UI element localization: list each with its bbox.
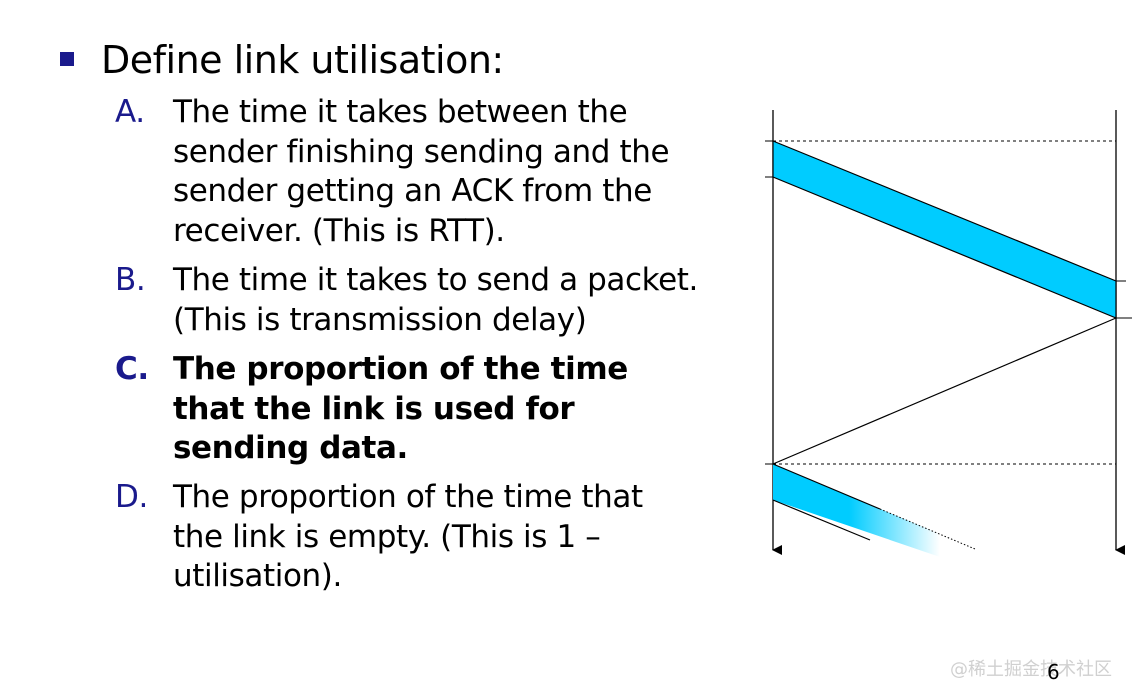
option-text: The proportion of the time that the link… (173, 350, 628, 469)
option-text: The time it takes between the sender fin… (173, 93, 670, 251)
next-packet-band (773, 464, 975, 557)
page-number: 6 (1047, 660, 1060, 684)
option-line: receiver. (This is RTT). (173, 212, 505, 249)
option-line: (This is transmission delay) (173, 301, 587, 338)
option-line: the link is empty. (This is 1 – (173, 518, 601, 555)
option-line: The time it takes to send a packet. (173, 262, 698, 298)
option-line: The proportion of the time (173, 351, 628, 387)
option-letter: C. (115, 351, 149, 387)
next-packet-edge (772, 499, 871, 541)
bullet-square-icon (60, 52, 74, 66)
ack-line (772, 317, 1117, 465)
option-letter: D. (115, 479, 148, 515)
option-line: sender getting an ACK from the (173, 173, 652, 209)
option-line: that the link is used for (173, 390, 575, 427)
option-line: utilisation). (173, 558, 342, 594)
option-line: The time it takes between the (173, 94, 628, 130)
option-letter: A. (115, 94, 145, 130)
option-line: sending data. (173, 430, 408, 466)
option-text: The proportion of the time that the link… (173, 478, 643, 597)
watermark: @稀土掘金技术社区 (950, 659, 1112, 680)
option-letter: B. (115, 262, 146, 298)
option-text: The time it takes to send a packet. (Thi… (173, 261, 698, 340)
option-line: The proportion of the time that (173, 479, 643, 515)
slide-heading: Define link utilisation: (101, 38, 504, 82)
option-line: sender finishing sending and the (173, 133, 670, 170)
next-packet-edge (772, 463, 881, 510)
packet-band (772, 140, 1117, 319)
